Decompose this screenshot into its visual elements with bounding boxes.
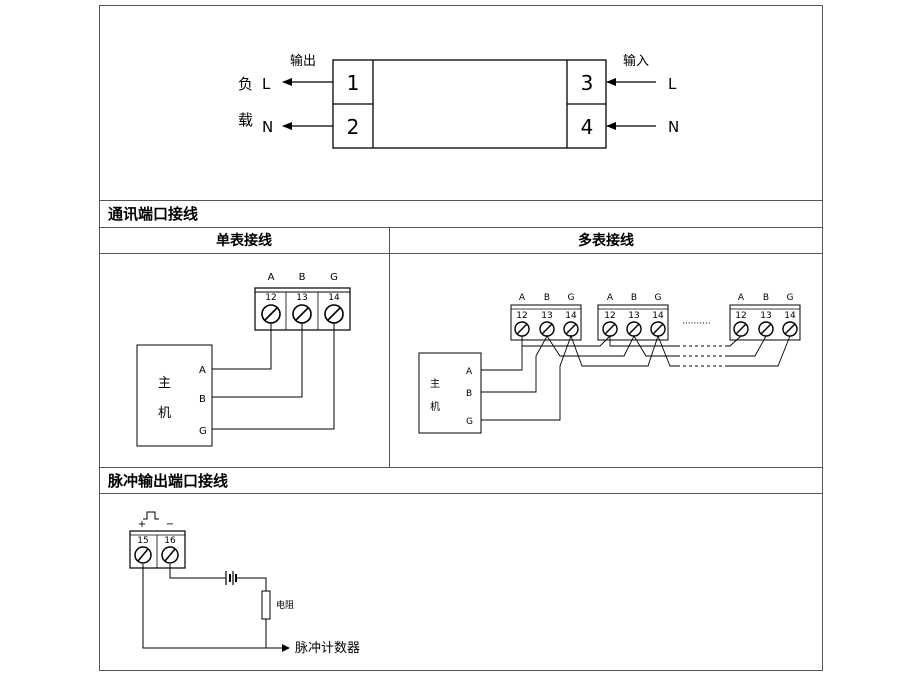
multi-num-12-1: 12 (516, 311, 527, 321)
single-wire-G (212, 323, 335, 430)
single-host-box (136, 344, 213, 447)
multi-letter-A-1: A (519, 293, 526, 303)
single-screw-14 (324, 304, 344, 324)
single-host-label-2: 机 (158, 406, 171, 421)
multi-host-pin-G: G (466, 417, 473, 427)
counter-arrow-icon (282, 644, 290, 652)
meter-terminal-block: 1 2 3 4 输出 输入 负 载 L N L N (238, 53, 679, 149)
pulse-counter-label: 脉冲计数器 (295, 641, 360, 656)
multi-num-13-2: 13 (628, 311, 639, 321)
single-wire-A (212, 323, 272, 370)
multi-ellipsis: ·········· (682, 319, 711, 329)
multi-screw-3c (782, 321, 798, 337)
multi-num-13-3: 13 (760, 311, 771, 321)
multi-host-pin-A: A (466, 367, 473, 377)
single-host-pin-A: A (199, 365, 206, 376)
multi-wire-B (481, 335, 767, 393)
table-grid (99, 5, 823, 671)
load-label-2: 载 (238, 111, 253, 129)
pulse-num-16: 16 (164, 536, 176, 546)
pulse-symbol-icon (143, 511, 159, 520)
single-host-pin-B: B (199, 394, 206, 405)
single-letter-G: G (330, 272, 338, 283)
multi-num-12-3: 12 (735, 311, 746, 321)
multi-screw-3a (733, 321, 749, 337)
single-screw-13 (292, 304, 312, 324)
input-L-label: L (668, 75, 677, 93)
output-L-label: L (262, 75, 271, 93)
output-N-label: N (262, 118, 273, 136)
multi-letter-A-2: A (607, 293, 614, 303)
multi-screw-3b (758, 321, 774, 337)
comm-section-title: 通讯端口接线 (108, 205, 198, 223)
single-num-12: 12 (265, 293, 276, 303)
multi-meter-title: 多表接线 (578, 232, 634, 249)
terminal-3: 3 (581, 71, 594, 95)
single-num-13: 13 (296, 293, 307, 303)
single-host-label-1: 主 (158, 376, 171, 391)
battery-icon (225, 571, 237, 585)
terminal-2: 2 (347, 115, 360, 139)
single-meter-title: 单表接线 (216, 232, 272, 249)
multi-host-label-1: 主 (430, 378, 440, 390)
pulse-minus: − (166, 519, 174, 530)
multi-letter-A-3: A (738, 293, 745, 303)
multi-screw-2a (602, 321, 618, 337)
multi-host-pin-B: B (466, 389, 472, 399)
input-label: 输入 (623, 53, 649, 69)
single-host-pin-G: G (199, 426, 207, 437)
multi-host-label-2: 机 (430, 400, 440, 413)
multi-num-14-3: 14 (784, 311, 796, 321)
pulse-num-15: 15 (137, 536, 148, 546)
terminal-1: 1 (347, 71, 360, 95)
multi-screw-1a (514, 321, 530, 337)
terminal-4: 4 (581, 115, 594, 139)
multi-letter-G-2: G (655, 293, 662, 303)
multi-host-box (418, 352, 482, 434)
multi-wire-A (481, 334, 742, 371)
single-screw-12 (261, 304, 281, 324)
single-letter-A: A (268, 272, 275, 283)
single-meter-wiring: A B G 12 13 14 主 机 A B G (136, 272, 351, 447)
multi-letter-B-2: B (631, 293, 637, 303)
multi-meter-wiring: A B G 12 13 14 A B G 12 13 14 ··········… (418, 293, 801, 434)
output-label: 输出 (290, 53, 316, 69)
pulse-section-title: 脉冲输出端口接线 (107, 472, 228, 490)
input-N-label: N (668, 118, 679, 136)
multi-letter-B-1: B (544, 293, 550, 303)
pulse-screw-16 (161, 546, 179, 564)
multi-letter-B-3: B (763, 293, 769, 303)
multi-letter-G-1: G (568, 293, 575, 303)
pulse-screw-15 (134, 546, 152, 564)
single-wire-B (212, 323, 303, 398)
multi-num-13-1: 13 (541, 311, 552, 321)
multi-screw-2c (650, 321, 666, 337)
single-letter-B: B (299, 272, 306, 283)
multi-wire-G (481, 334, 791, 421)
multi-num-12-2: 12 (604, 311, 615, 321)
single-num-14: 14 (328, 293, 340, 303)
multi-screw-2b (626, 321, 642, 337)
multi-screw-1c (563, 321, 579, 337)
multi-letter-G-3: G (787, 293, 794, 303)
resistor-label: 电阻 (276, 599, 294, 611)
multi-num-14-1: 14 (565, 311, 577, 321)
pulse-wiring: + − 15 16 电阻 脉冲计数器 (129, 511, 360, 656)
pulse-plus: + (138, 519, 146, 530)
multi-num-14-2: 14 (652, 311, 664, 321)
resistor-icon (261, 590, 271, 620)
multi-screw-1b (539, 321, 555, 337)
load-label-1: 负 (238, 75, 253, 93)
